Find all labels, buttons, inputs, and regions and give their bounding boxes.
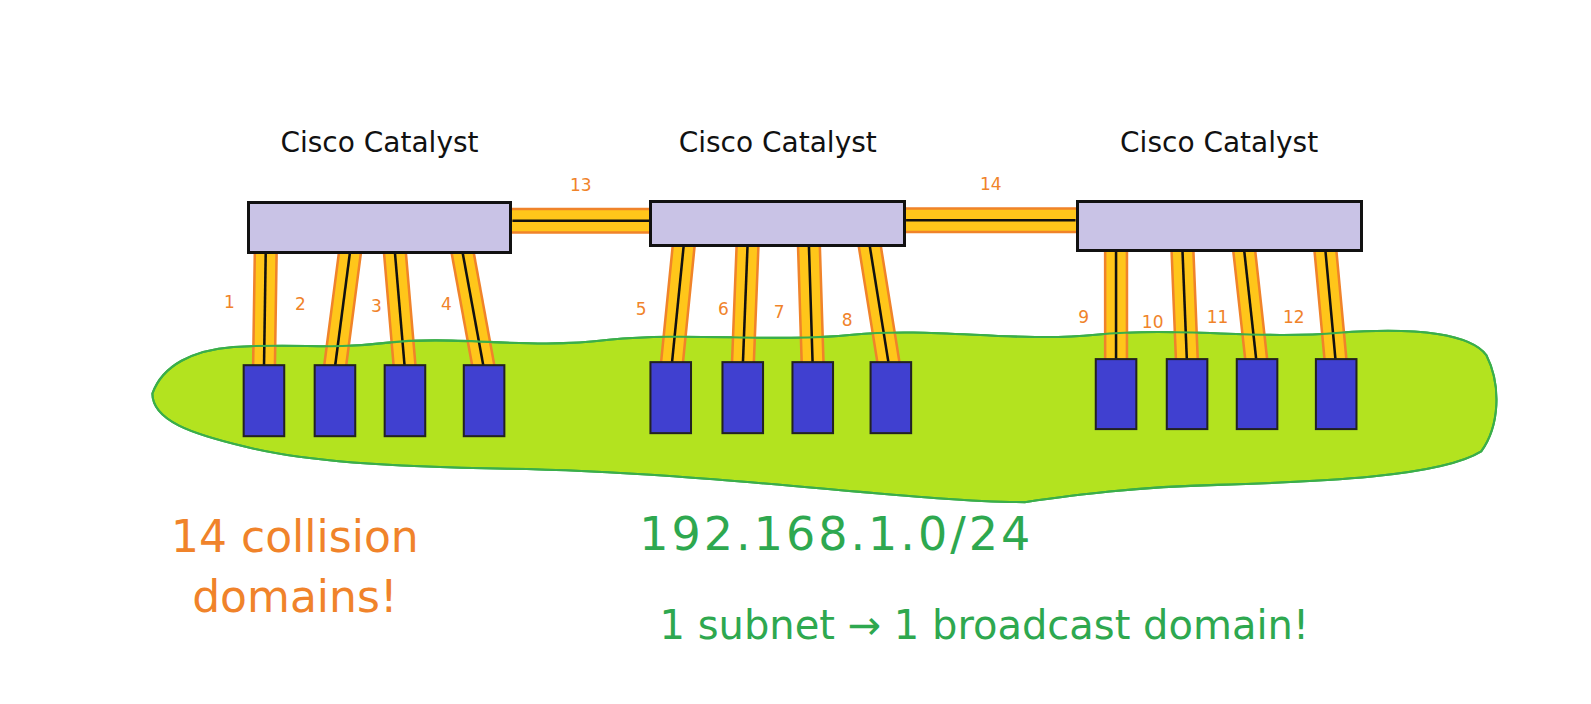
collision-domain-highlight	[1182, 238, 1187, 365]
collision-domain-outline	[264, 235, 266, 370]
callout-number: 12	[1283, 307, 1305, 327]
switch-body	[1076, 200, 1363, 252]
callout-number: 11	[1207, 307, 1229, 327]
cable	[394, 239, 405, 370]
host-computer	[722, 362, 763, 433]
host-link	[394, 239, 405, 370]
host-computer	[1237, 359, 1278, 429]
host-link	[869, 238, 891, 377]
collision-domain-highlight	[512, 210, 649, 231]
host-computer	[1167, 359, 1208, 429]
host-link	[1116, 238, 1117, 367]
collision-domain-highlight	[1324, 235, 1336, 367]
host-computer	[1096, 359, 1137, 429]
switch-link	[512, 220, 649, 221]
collision-domain-highlight	[671, 233, 685, 375]
network-switch: Cisco Catalyst	[649, 126, 906, 247]
collision-domain-outline	[671, 233, 685, 375]
network-switch: Cisco Catalyst	[247, 126, 513, 254]
subnet-address: 192.168.1.0/24	[639, 507, 1033, 562]
collision-domain-outline	[1243, 238, 1257, 367]
cable	[1243, 238, 1257, 367]
host-computer	[464, 365, 505, 436]
callout-number: 5	[636, 299, 647, 319]
host-link	[264, 235, 266, 370]
callout-number: 6	[718, 299, 729, 319]
host-computer	[315, 365, 356, 436]
collision-domain-outline	[512, 208, 649, 234]
callout-number: 4	[441, 294, 452, 314]
cable	[1182, 238, 1187, 365]
broadcast-domain-note: 1 subnet → 1 broadcast domain!	[660, 601, 1309, 649]
region-outline	[152, 331, 1496, 502]
switch-label: Cisco Catalyst	[247, 126, 513, 160]
switch-label: Cisco Catalyst	[1076, 126, 1363, 160]
collision-domain-highlight	[335, 235, 352, 367]
collision-domain-highlight	[869, 238, 891, 377]
network-switch: Cisco Catalyst	[1076, 126, 1363, 252]
collision-domain-note: 14 collision domains!	[130, 507, 460, 626]
callout-number: 8	[842, 310, 853, 330]
host-link	[743, 238, 748, 367]
host-link	[671, 233, 685, 375]
collision-domain-outline	[906, 207, 1075, 233]
collision-domain-outline	[1104, 238, 1128, 367]
cable	[743, 238, 748, 367]
host-link	[1324, 235, 1336, 367]
collision-domain-outline	[869, 238, 891, 377]
host-computer	[244, 365, 285, 436]
host-link	[809, 238, 813, 367]
collision-domain-highlight	[906, 210, 1075, 231]
host-computer	[871, 362, 912, 433]
callout-number: 1	[224, 292, 235, 312]
host-link	[335, 235, 352, 367]
collision-domain-outline	[743, 238, 748, 367]
collision-domain-outline	[335, 235, 352, 367]
cable	[869, 238, 891, 377]
callout-number: 14	[980, 174, 1002, 194]
collision-domain-highlight	[1243, 238, 1257, 367]
callout-number: 9	[1078, 307, 1089, 327]
callout-number: 3	[371, 296, 382, 316]
collision-domain-highlight	[809, 238, 813, 367]
collision-domain-outline	[394, 239, 405, 370]
cable	[906, 219, 1075, 222]
switch-label: Cisco Catalyst	[649, 126, 906, 160]
cable	[671, 233, 685, 375]
switch-link	[906, 220, 1075, 221]
cable	[1115, 238, 1118, 367]
cable	[1324, 235, 1336, 367]
callout-number: 7	[774, 302, 785, 322]
switch-body	[247, 201, 513, 254]
host-computer	[650, 362, 691, 433]
collision-domain-highlight	[394, 239, 405, 370]
collision-domain-highlight	[743, 238, 748, 367]
host-computer	[792, 362, 833, 433]
cable	[512, 219, 649, 222]
hosts	[244, 359, 1357, 436]
cable	[335, 235, 352, 367]
collision-domain-highlight	[1106, 238, 1125, 367]
collision-domain-outline	[1182, 238, 1187, 365]
host-computer	[1316, 359, 1357, 429]
host-computer	[385, 365, 426, 436]
callout-number: 2	[295, 294, 306, 314]
collision-domain-highlight	[264, 235, 266, 370]
cable	[264, 235, 266, 370]
callout-number: 13	[570, 175, 592, 195]
host-link	[1182, 238, 1187, 365]
host-link	[1243, 238, 1257, 367]
callout-number: 10	[1142, 312, 1164, 332]
switch-body	[649, 200, 906, 247]
collision-domain-outline	[1324, 235, 1336, 367]
collision-domain-outline	[809, 238, 813, 367]
cable	[809, 238, 813, 367]
